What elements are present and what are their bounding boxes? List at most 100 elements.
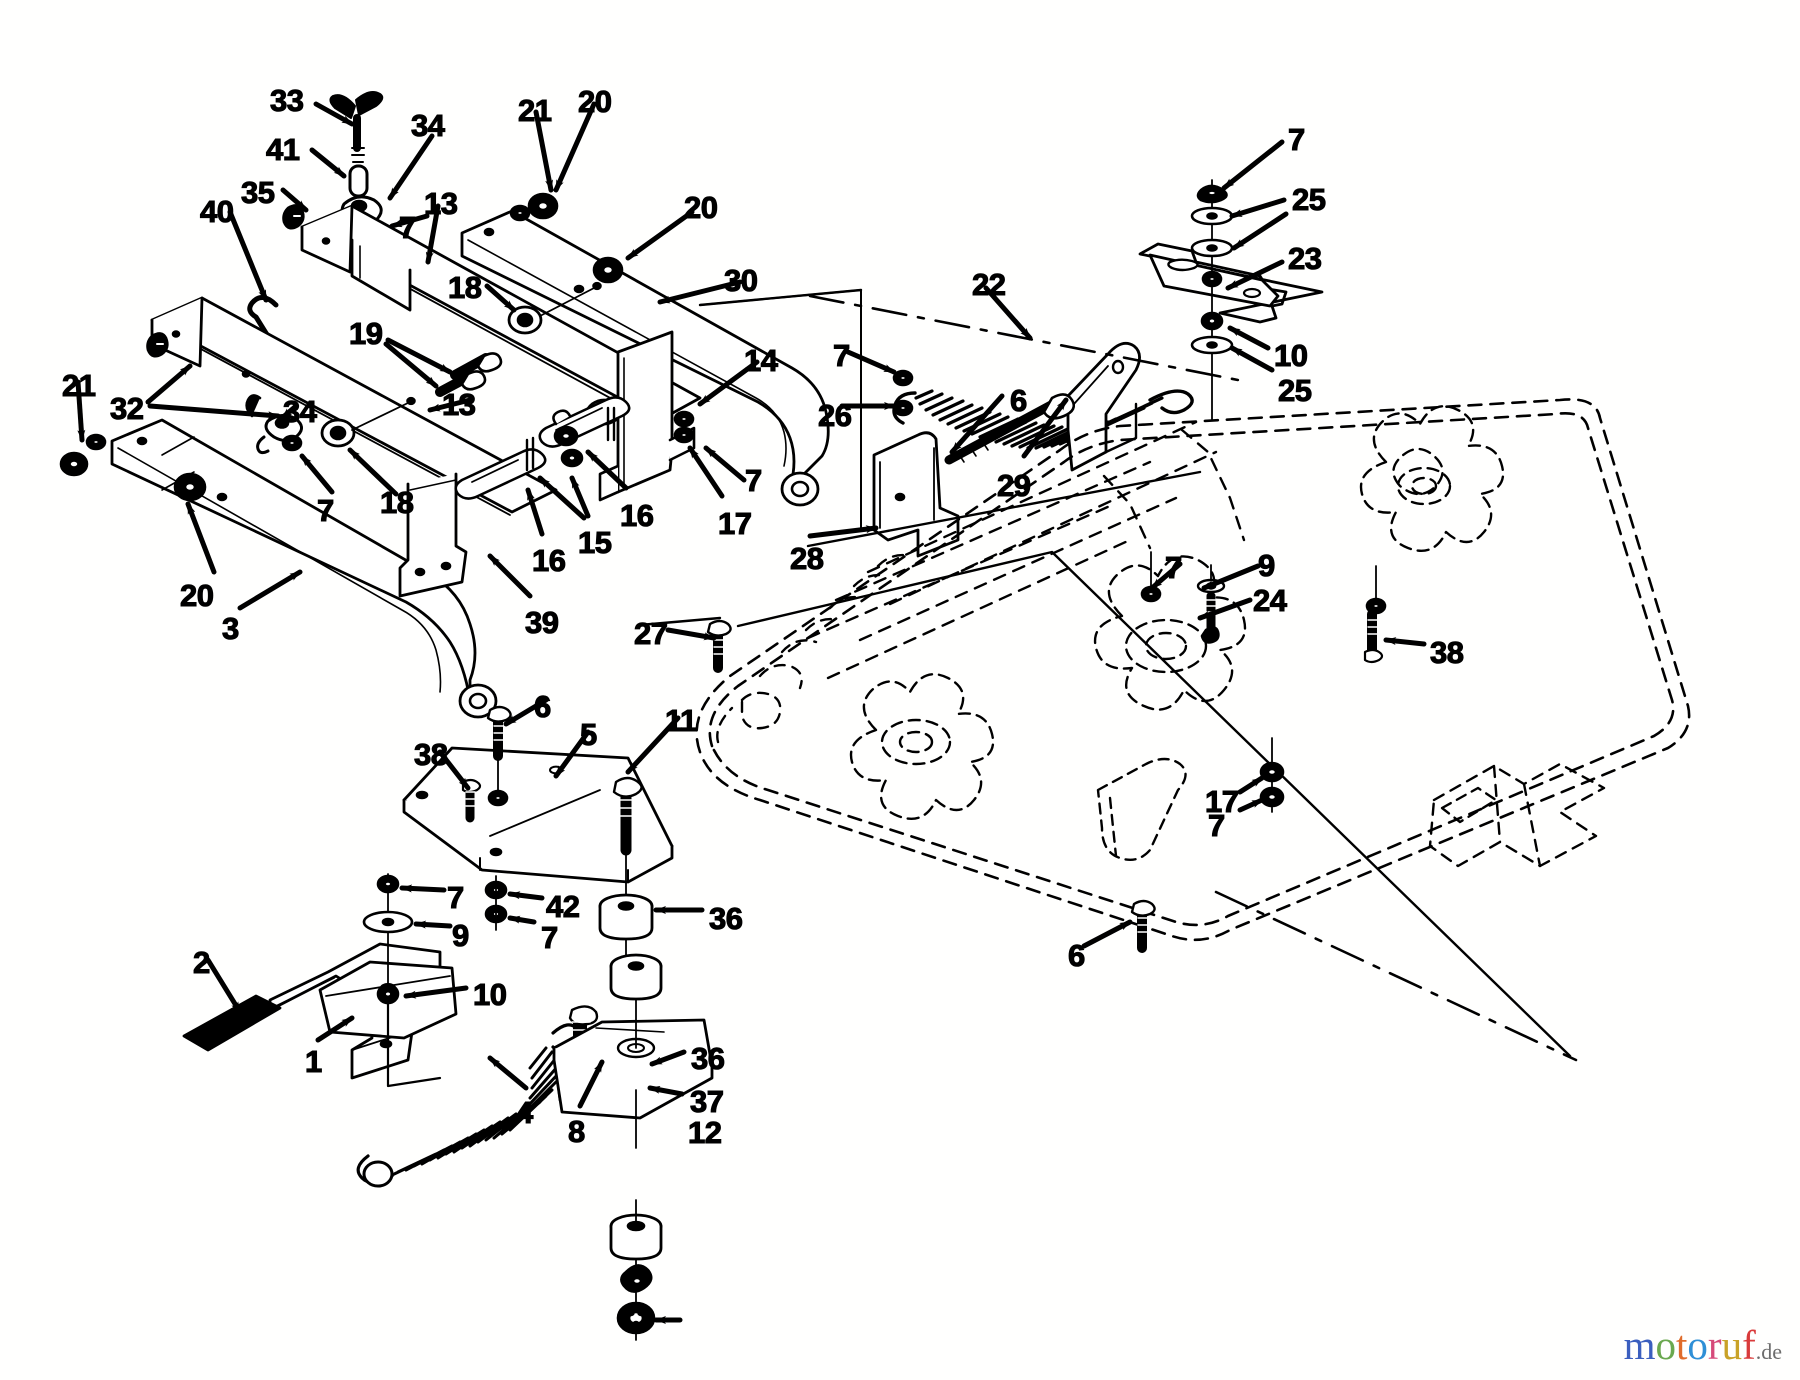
- leader-17a: [687, 445, 725, 499]
- callout-40: 40: [199, 194, 234, 229]
- part-36-spacer-upper: [598, 893, 654, 981]
- leader-24: [1197, 597, 1253, 621]
- leader-23: [1225, 259, 1285, 291]
- leader-13b: [427, 397, 473, 413]
- part-16-slotted-link-b: [454, 448, 584, 500]
- callout-32: 32: [109, 391, 144, 426]
- leader-16a: [585, 449, 629, 491]
- leader-25a: [1229, 197, 1287, 219]
- callout-36: 36: [708, 901, 743, 936]
- part-24-bolt: [1200, 591, 1220, 644]
- leader-7d: [299, 453, 335, 495]
- callout-17: 17: [717, 506, 752, 541]
- callout-27: 27: [633, 616, 668, 651]
- leader-29: [1021, 397, 1069, 459]
- part-2-pedal-pad: [182, 994, 282, 1052]
- callout-10: 10: [472, 977, 507, 1012]
- callout-36: 36: [690, 1041, 725, 1076]
- callout-33: 33: [269, 83, 304, 118]
- callout-22: 22: [971, 267, 1006, 302]
- callout-2: 2: [192, 945, 210, 980]
- callout-7: 7: [540, 920, 558, 955]
- callout-13: 13: [423, 186, 458, 221]
- callout-37: 37: [689, 1084, 724, 1119]
- leader-36b: [649, 1049, 687, 1067]
- deck-leader-box: [638, 288, 1572, 1058]
- callout-25: 25: [1277, 373, 1312, 408]
- part-12-nut: [616, 1301, 656, 1335]
- part-6-bolt-deck-lower: [1130, 899, 1156, 953]
- leader-37: [647, 1085, 685, 1097]
- callout-26: 26: [817, 398, 852, 433]
- callout-39: 39: [524, 605, 559, 640]
- leader-1: [315, 1015, 355, 1043]
- callout-7: 7: [832, 338, 850, 373]
- part-20-bushing-c: [173, 472, 207, 502]
- watermark-letter: o: [1687, 1322, 1708, 1368]
- part-18-bushing-a: [507, 281, 602, 335]
- leader-15b: [537, 475, 587, 521]
- callout-42: 42: [545, 889, 580, 924]
- callout-4: 4: [515, 1095, 533, 1130]
- part-16-slotted-link-a: [538, 396, 631, 448]
- leader-17b: [1237, 775, 1265, 795]
- callout-18: 18: [447, 270, 482, 305]
- part-17-pin-center: [552, 409, 572, 426]
- callout-7: 7: [1164, 550, 1182, 585]
- leader-19a: [385, 337, 453, 375]
- mower-deck-outline: [695, 398, 1691, 942]
- leader-32a: [145, 363, 193, 405]
- leader-6c: [1081, 919, 1133, 949]
- callout-25: 25: [1291, 182, 1326, 217]
- callout-15: 15: [577, 525, 612, 560]
- callout-14: 14: [743, 343, 778, 378]
- part-38-bolt-right: [1363, 609, 1384, 664]
- part-41-link: [348, 164, 369, 198]
- leader-7i: [507, 915, 537, 925]
- leader-41: [309, 147, 347, 179]
- mower-deck-edge-detail: [716, 553, 912, 744]
- leader-9b: [413, 920, 453, 929]
- callout-38: 38: [413, 737, 448, 772]
- leader-30: [657, 279, 743, 305]
- part-21-nut-left: [59, 451, 89, 477]
- watermark-letter: t: [1676, 1322, 1688, 1368]
- callout-29: 29: [996, 468, 1031, 503]
- leader-21b: [75, 379, 86, 443]
- leader-27: [665, 627, 717, 641]
- callout-10: 10: [1273, 338, 1308, 373]
- leader-42: [507, 891, 545, 901]
- watermark-letter: u: [1721, 1322, 1743, 1368]
- watermark-letter: m: [1623, 1322, 1656, 1368]
- callout-23: 23: [1287, 241, 1322, 276]
- leader-18b: [347, 447, 399, 497]
- leader-7a: [1221, 139, 1285, 191]
- watermark-letter: o: [1655, 1322, 1677, 1368]
- leader-35: [280, 187, 309, 213]
- part-18-bushing-b: [320, 396, 416, 448]
- callout-12: 12: [687, 1115, 722, 1150]
- leader-34a: [387, 133, 435, 201]
- leader-10a: [1227, 325, 1271, 351]
- part-20-bushing-b: [592, 256, 624, 284]
- callout-34: 34: [410, 108, 445, 143]
- callout-24: 24: [1252, 583, 1287, 618]
- callout-16: 16: [619, 498, 654, 533]
- leader-16b: [525, 487, 545, 537]
- leader-4: [487, 1055, 529, 1091]
- callout-18: 18: [379, 485, 414, 520]
- callout-6: 6: [1067, 938, 1085, 973]
- watermark-letter: r: [1707, 1322, 1722, 1368]
- callout-41: 41: [265, 132, 300, 167]
- watermark-letter: f: [1742, 1322, 1756, 1368]
- callout-21: 21: [517, 93, 552, 128]
- part-10-nut: [1200, 311, 1224, 331]
- part-14-bracket: [585, 330, 696, 502]
- callout-19: 19: [348, 316, 383, 351]
- leader-7c: [845, 349, 897, 375]
- leader-6a: [949, 393, 1005, 455]
- deck-right-hanger: [1440, 786, 1498, 824]
- part-29-bracket: [1066, 341, 1141, 472]
- part-19-bolts: [435, 352, 503, 397]
